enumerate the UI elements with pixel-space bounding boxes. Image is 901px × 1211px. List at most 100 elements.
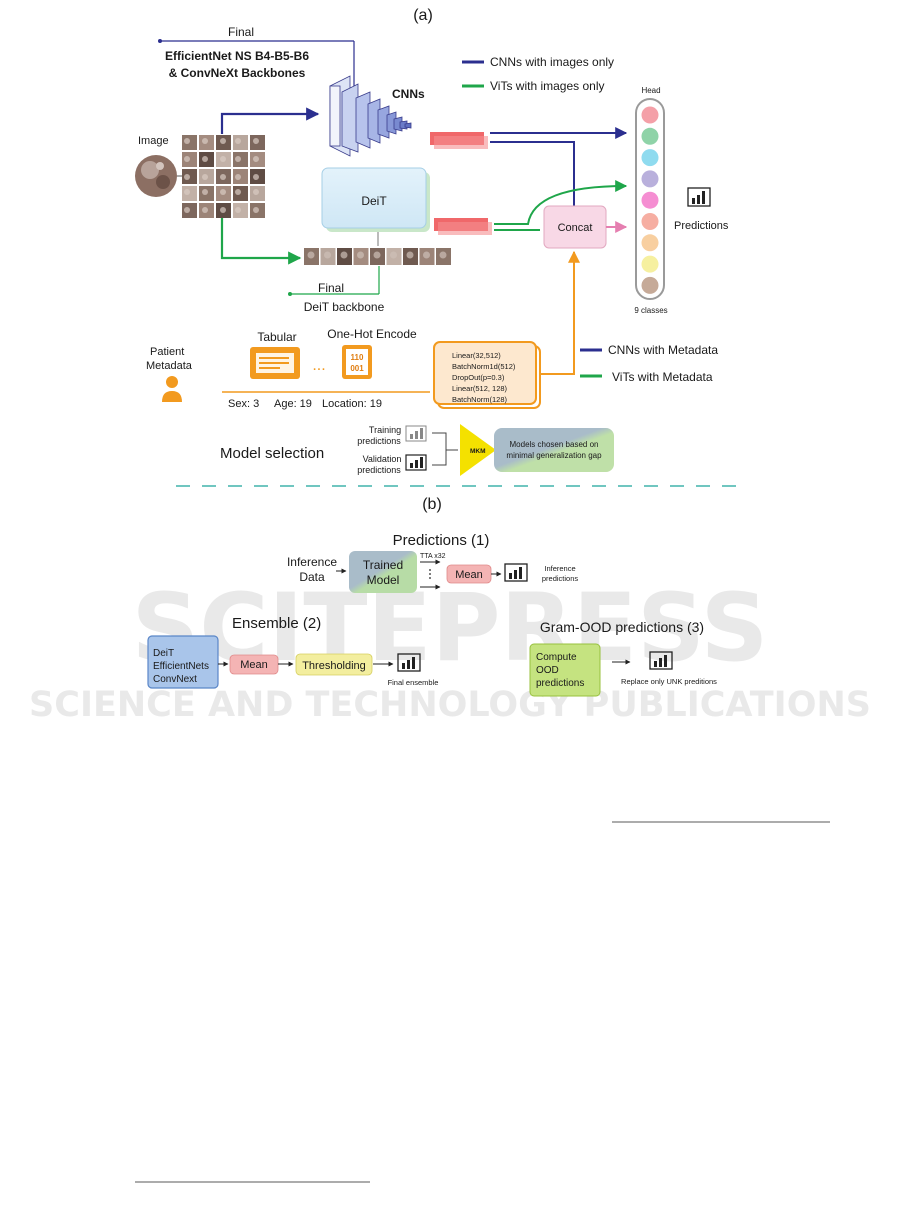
validation-pred-2: predictions — [357, 465, 401, 475]
patient-label-2: Metadata — [146, 360, 193, 372]
head-class-node — [641, 234, 659, 252]
cnns-label: CNNs — [392, 87, 425, 101]
compute-ood-box — [529, 643, 601, 697]
ensemble-title: Ensemble (2) — [232, 615, 321, 632]
meta-location: Location: 19 — [322, 398, 382, 410]
head-class-node — [641, 191, 659, 209]
training-chart-icon — [405, 425, 427, 442]
ensemble-models-box — [147, 635, 219, 689]
onehot-glyph-1: 110 — [351, 353, 364, 362]
legend-cnn-meta-label: CNNs with Metadata — [608, 343, 718, 357]
gram-ood-title: Gram-OOD predictions (3) — [540, 619, 704, 635]
thresholding-label: Thresholding — [302, 660, 366, 672]
arrow-mlp-to-concat — [540, 250, 580, 375]
classes-label: 9 classes — [634, 306, 667, 315]
legend-cnn-images-label: CNNs with images only — [490, 55, 614, 69]
onehot-icon — [342, 345, 372, 379]
onehot-glyph-2: 001 — [350, 364, 364, 373]
models-chosen-2: minimal generalization gap — [506, 451, 602, 460]
trained-model-1: Trained — [363, 558, 403, 572]
training-pred-1: Training — [369, 425, 401, 435]
trained-model-box — [349, 551, 417, 593]
compute-ood-3: predictions — [536, 678, 584, 689]
head-label: Head — [641, 86, 660, 95]
thresholding-box — [295, 653, 373, 676]
validation-chart-icon — [405, 454, 427, 471]
predictions-chart-icon — [687, 187, 711, 207]
head-class-node — [641, 170, 659, 188]
panel-b-label: (b) — [422, 496, 442, 513]
training-pred-2: predictions — [357, 436, 401, 446]
meta-sex: Sex: 3 — [228, 398, 259, 410]
models-chosen-box — [494, 428, 614, 472]
mean-label-2: Mean — [240, 659, 268, 671]
arrow-image-to-cnn — [220, 107, 320, 134]
head-class-node — [641, 149, 659, 167]
model-selection-label: Model selection — [220, 445, 324, 462]
final-deit-label: Final — [318, 281, 344, 295]
validation-pred-1: Validation — [363, 454, 402, 464]
replace-label: Replace only UNK preditions — [621, 677, 717, 686]
ensemble-model-2: EfficientNets — [153, 661, 209, 672]
inference-data-1: Inference — [287, 555, 337, 569]
arrow-deit-to-head — [494, 180, 628, 225]
predictions-1-title: Predictions (1) — [393, 532, 490, 549]
patient-icon — [162, 376, 182, 402]
tabular-label: Tabular — [257, 330, 296, 344]
cnn-stack-icon — [329, 75, 412, 157]
image-label: Image — [138, 135, 169, 147]
tabular-icon — [250, 347, 300, 379]
head-class-node — [641, 255, 659, 273]
mkm-funnel — [460, 424, 496, 476]
compute-ood-1: Compute — [536, 652, 577, 663]
compute-ood-2: OOD — [536, 665, 559, 676]
mean-label-1: Mean — [455, 569, 483, 581]
mlp-layer-5: BatchNorm(128) — [452, 395, 508, 404]
mlp-layer-4: Linear(512, 128) — [452, 384, 508, 393]
metadata-mlp-box — [433, 341, 537, 405]
head-class-node — [641, 213, 659, 230]
onehot-label: One-Hot Encode — [327, 327, 417, 341]
panel-a-label: (a) — [413, 7, 433, 24]
replace-chart-icon — [649, 651, 673, 670]
legend-vit-images-label: ViTs with images only — [490, 79, 605, 93]
models-chosen-1: Models chosen based on — [510, 440, 599, 449]
arrow-image-to-deit — [220, 218, 302, 265]
deit-patch-row — [304, 248, 451, 265]
inference-chart-icon — [504, 563, 528, 582]
watermark-line2: SCIENCE AND TECHNOLOGY PUBLICATIONS — [29, 685, 871, 725]
arrow-cnn-to-concat — [490, 141, 575, 208]
deit-backbone-label: DeiT backbone — [304, 300, 385, 314]
lesion-image — [135, 155, 177, 197]
ensemble-model-3: ConvNext — [153, 674, 197, 685]
final-cnn-label: Final — [228, 25, 254, 39]
final-ensemble-label: Final ensemble — [388, 678, 439, 687]
image-patch-grid — [182, 135, 265, 218]
cnn-backbones-line1: EfficientNet NS B4-B5-B6 — [165, 49, 309, 63]
cnn-backbones-line2: & ConvNeXt Backbones — [169, 66, 306, 80]
legend-vit-meta-label: ViTs with Metadata — [612, 370, 713, 384]
inference-data-2: Data — [299, 570, 325, 584]
ellipsis: ... — [312, 357, 325, 374]
tta-label: TTA x32 — [420, 553, 446, 560]
head-class-nodes — [641, 106, 659, 294]
inference-pred-2: predictions — [542, 574, 579, 583]
mkm-label: MKM — [470, 448, 486, 455]
deit-box — [321, 167, 427, 229]
concat-label: Concat — [558, 222, 593, 234]
ensemble-model-1: DeiT — [153, 648, 174, 659]
mlp-layer-2: BatchNorm1d(512) — [452, 362, 516, 371]
mlp-layer-3: DropOut(p=0.3) — [452, 373, 505, 382]
trained-model-2: Model — [367, 573, 400, 587]
inference-pred-1: Inference — [544, 564, 575, 573]
predictions-label: Predictions — [674, 220, 729, 232]
meta-age: Age: 19 — [274, 398, 312, 410]
mlp-layer-1: Linear(32,512) — [452, 351, 501, 360]
head-class-node — [641, 106, 659, 124]
head-class-node — [641, 276, 659, 294]
patient-label-1: Patient — [150, 346, 184, 358]
head-class-node — [641, 127, 659, 145]
deit-label: DeiT — [361, 194, 387, 208]
final-ensemble-chart-icon — [397, 653, 421, 672]
